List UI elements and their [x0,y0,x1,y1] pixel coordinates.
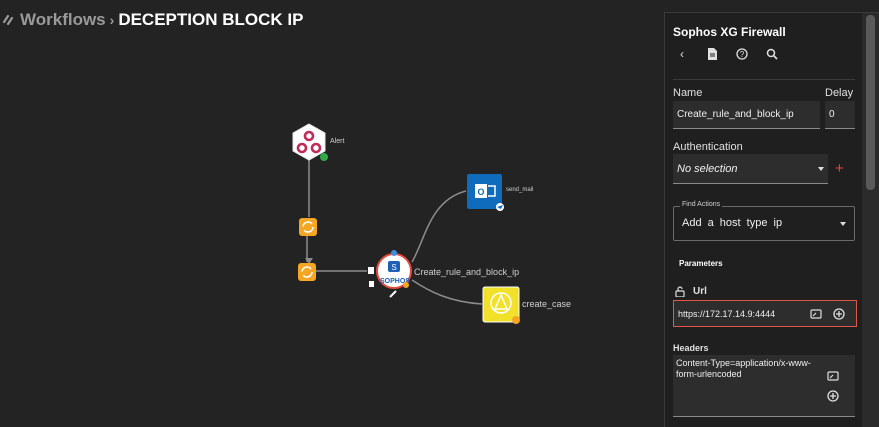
find-actions-label: Find Actions [680,201,723,208]
name-input[interactable]: Create_rule_and_block_ip [673,101,820,129]
authentication-label: Authentication [673,141,743,153]
alert-node[interactable] [292,123,328,161]
edit-badge-icon [512,316,520,324]
create-case-node-label: create_case [522,299,572,309]
name-label: Name [673,87,703,99]
panel-title: Sophos XG Firewall [673,25,786,39]
outlook-icon [475,184,487,198]
authentication-select[interactable]: No selection [673,154,828,184]
headers-input[interactable]: Content-Type=application/x-www-form-urle… [673,355,855,417]
refresh-icon [302,221,314,233]
send-mail-node-label: send_mail [506,187,534,193]
case-icon [490,292,512,314]
unlock-icon[interactable] [675,286,685,297]
find-actions-select[interactable]: Find Actions Add a host type ip [673,201,855,241]
chevron-down-icon [840,221,846,226]
trigger-node-1[interactable] [299,218,317,236]
delay-label: Delay [825,87,854,99]
breadcrumb-separator: › [109,12,115,28]
node-settings-panel: Sophos XG Firewall ‹ ? Name Delay Create… [664,12,862,427]
trigger-node-2[interactable] [298,263,316,281]
find-actions-value: Add a host type ip [682,217,783,229]
breadcrumb: Workflows › DECEPTION BLOCK IP [2,10,303,30]
workflow-logo-icon [2,14,14,26]
url-value: https://172.17.14.9:4444 [678,309,776,319]
copy-icon[interactable] [368,267,374,274]
add-variable-icon[interactable] [833,308,845,320]
url-label: Url [693,286,707,297]
url-input[interactable]: https://172.17.14.9:4444 [673,300,857,327]
create-rule-node-label: Create_rule_and_block_ip [414,267,520,277]
delete-icon[interactable] [369,281,374,287]
edge-sophos-to-createcase [411,279,483,305]
sophos-logo-text: SOPHOS [380,278,410,285]
parameters-heading: Parameters [679,259,723,268]
panel-scrollbar[interactable] [862,12,879,427]
sophos-node[interactable]: S SOPHOS [368,250,412,298]
svg-text:S: S [391,263,396,272]
expand-editor-icon[interactable] [827,370,839,382]
chevron-down-icon [818,166,824,171]
webhook-icon [296,130,322,154]
scrollbar-thumb[interactable] [866,15,875,190]
document-icon[interactable] [703,45,721,63]
send-mail-node[interactable]: O [467,174,504,211]
back-icon[interactable]: ‹ [680,47,684,61]
svg-text:?: ? [740,50,745,59]
add-authentication-icon[interactable]: + [835,160,844,177]
authentication-value: No selection [677,162,738,175]
arrow-head [305,258,313,264]
svg-text:O: O [477,187,484,197]
add-variable-icon[interactable] [827,390,839,402]
workflow-canvas[interactable]: S SOPHOS O [0,0,664,427]
delay-input[interactable]: 0 [825,101,855,129]
edge-sophos-to-sendmail [411,190,467,263]
breadcrumb-workflows-link[interactable]: Workflows [20,10,106,29]
panel-toolbar: ‹ ? [673,45,781,63]
panel-divider [673,79,855,80]
headers-value: Content-Type=application/x-www-form-urle… [676,358,811,379]
refresh-icon [301,266,313,278]
expand-editor-icon[interactable] [810,308,822,320]
alert-node-label: Alert [330,138,345,145]
status-dot-icon [320,153,328,161]
help-icon[interactable]: ? [733,45,751,63]
headers-label: Headers [673,343,709,353]
create-case-node[interactable] [482,286,520,324]
edit-icon[interactable] [389,290,397,298]
search-icon[interactable] [763,45,781,63]
page-title: DECEPTION BLOCK IP [118,10,304,29]
edges [306,160,483,305]
